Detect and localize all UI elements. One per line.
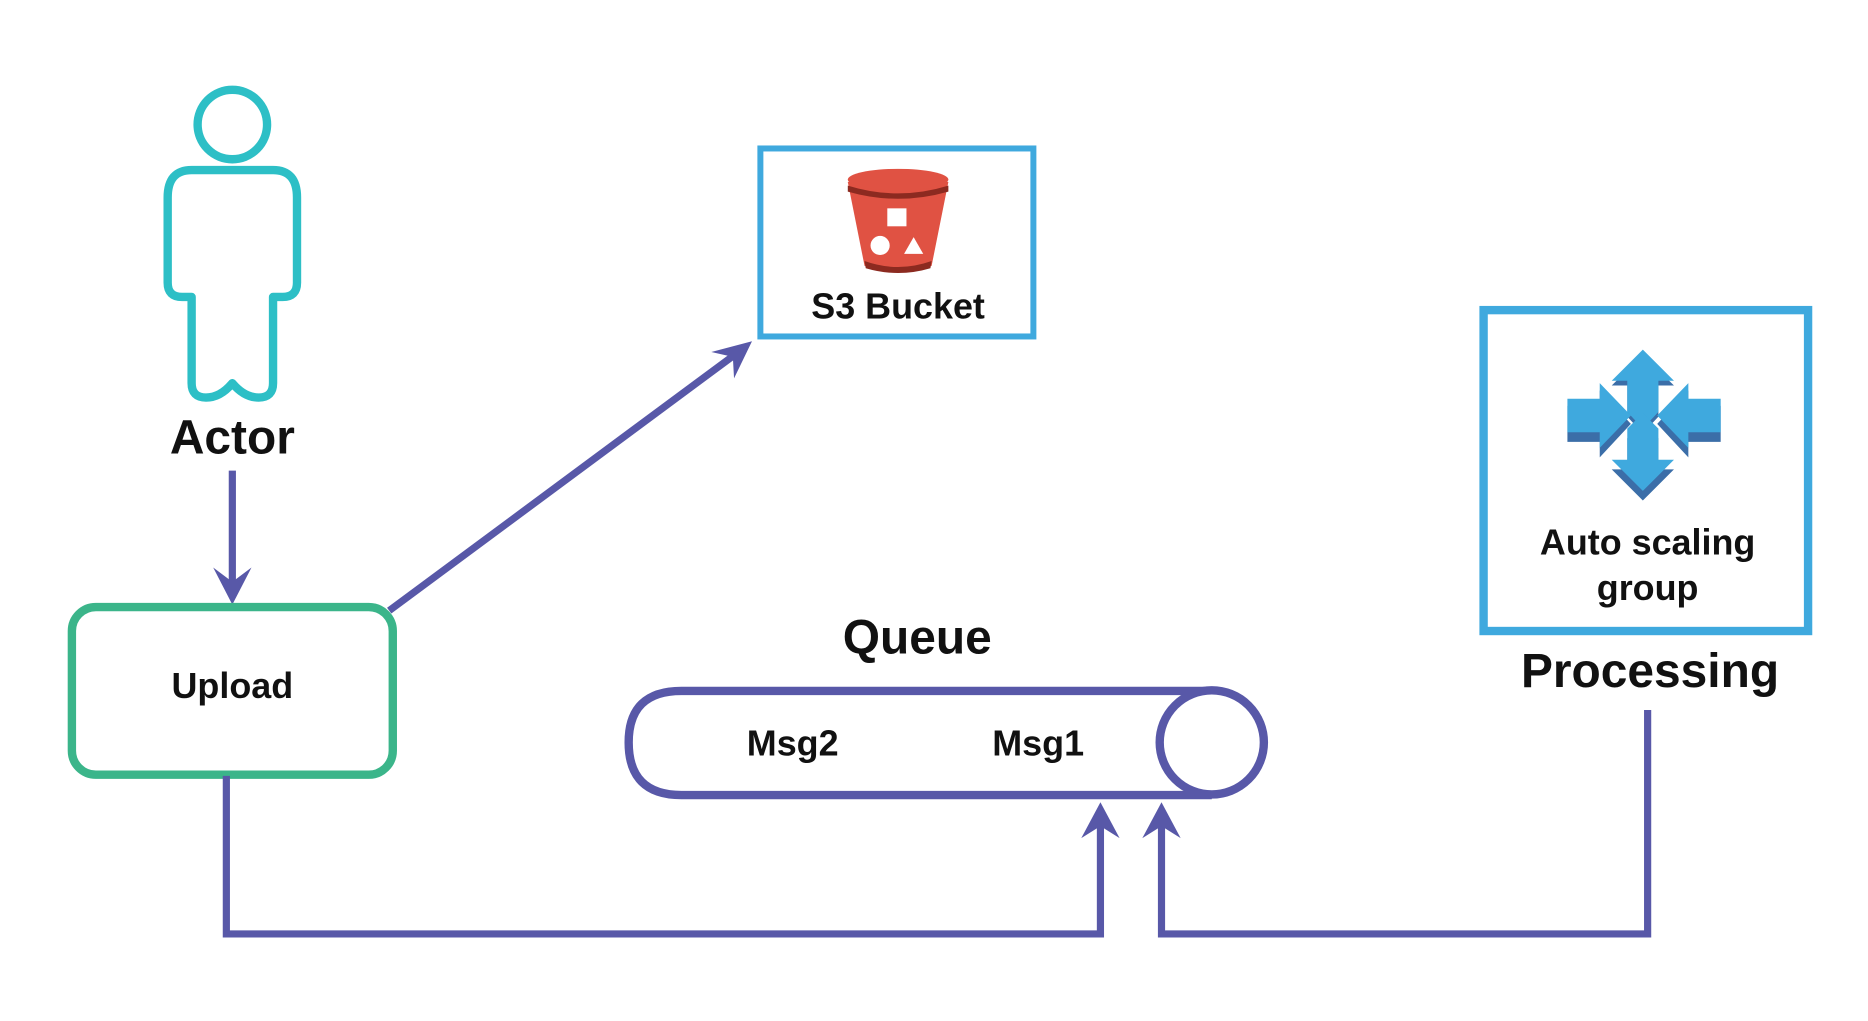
auto-scaling-label-line2: group: [1597, 567, 1699, 608]
actor-label: Actor: [170, 411, 295, 464]
auto-scaling-icon: [1567, 349, 1721, 501]
auto-scaling-label-line1: Auto scaling: [1540, 521, 1755, 562]
queue-cylinder[interactable]: Msg2 Msg1: [624, 686, 1269, 800]
arrow-actor-to-upload: [213, 470, 252, 605]
actor-icon: [163, 85, 302, 402]
s3-bucket-icon: [847, 168, 949, 274]
arrow-upload-to-queue: [222, 775, 1120, 938]
s3-bucket-node[interactable]: S3 Bucket: [757, 145, 1037, 340]
queue-message: Msg1: [992, 722, 1084, 763]
s3-bucket-label: S3 Bucket: [811, 285, 985, 326]
upload-label: Upload: [171, 665, 293, 706]
upload-node[interactable]: Upload: [67, 602, 397, 779]
processing-label: Processing: [1521, 645, 1779, 698]
queue-message: Msg2: [747, 722, 839, 763]
arrow-processing-to-queue: [1142, 710, 1652, 938]
arrow-upload-to-s3: [387, 341, 752, 614]
queue-title: Queue: [843, 611, 992, 664]
auto-scaling-group-node[interactable]: Auto scaling group: [1479, 305, 1813, 636]
